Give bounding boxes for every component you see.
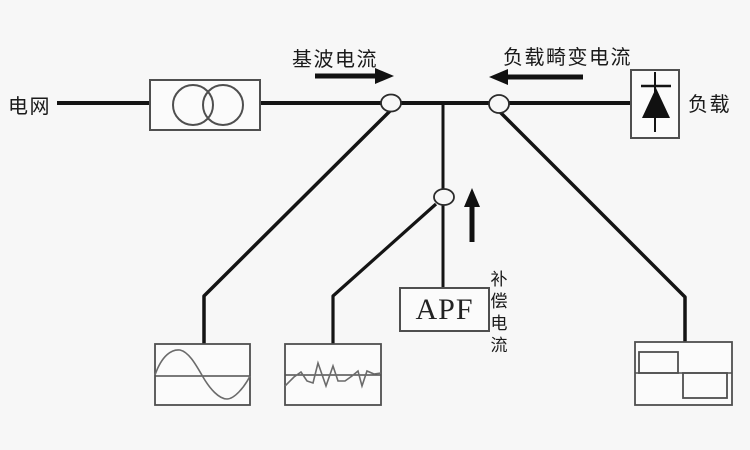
sine-wave-icon [154,343,251,406]
sensor-fundamental [380,93,402,113]
branch-to-compensation-waveform [331,202,438,346]
arrow-right-icon [315,68,394,84]
apf-box [399,287,490,332]
arrow-up-icon [464,188,480,242]
fundamental-current-label: 基波电流 [292,49,378,71]
thyristor-icon [630,69,680,139]
load-label: 负载 [688,94,731,116]
distorted-wave-icon [284,343,382,406]
current-sensor-icons [380,93,510,206]
arrow-left-icon [489,69,583,85]
branch-to-load-waveform [498,110,687,344]
compensation-current-label: 补偿电流 [490,270,508,355]
power-grid-label: 电网 [8,96,51,118]
sensor-load [488,94,510,114]
load-distortion-current-label: 负载畸变电流 [503,47,632,69]
sensor-compensation [433,188,455,206]
transformer-icon [149,79,261,131]
branch-to-source-waveform [202,108,393,346]
apf-label: APF [415,293,474,326]
square-wave-icon [634,341,733,406]
